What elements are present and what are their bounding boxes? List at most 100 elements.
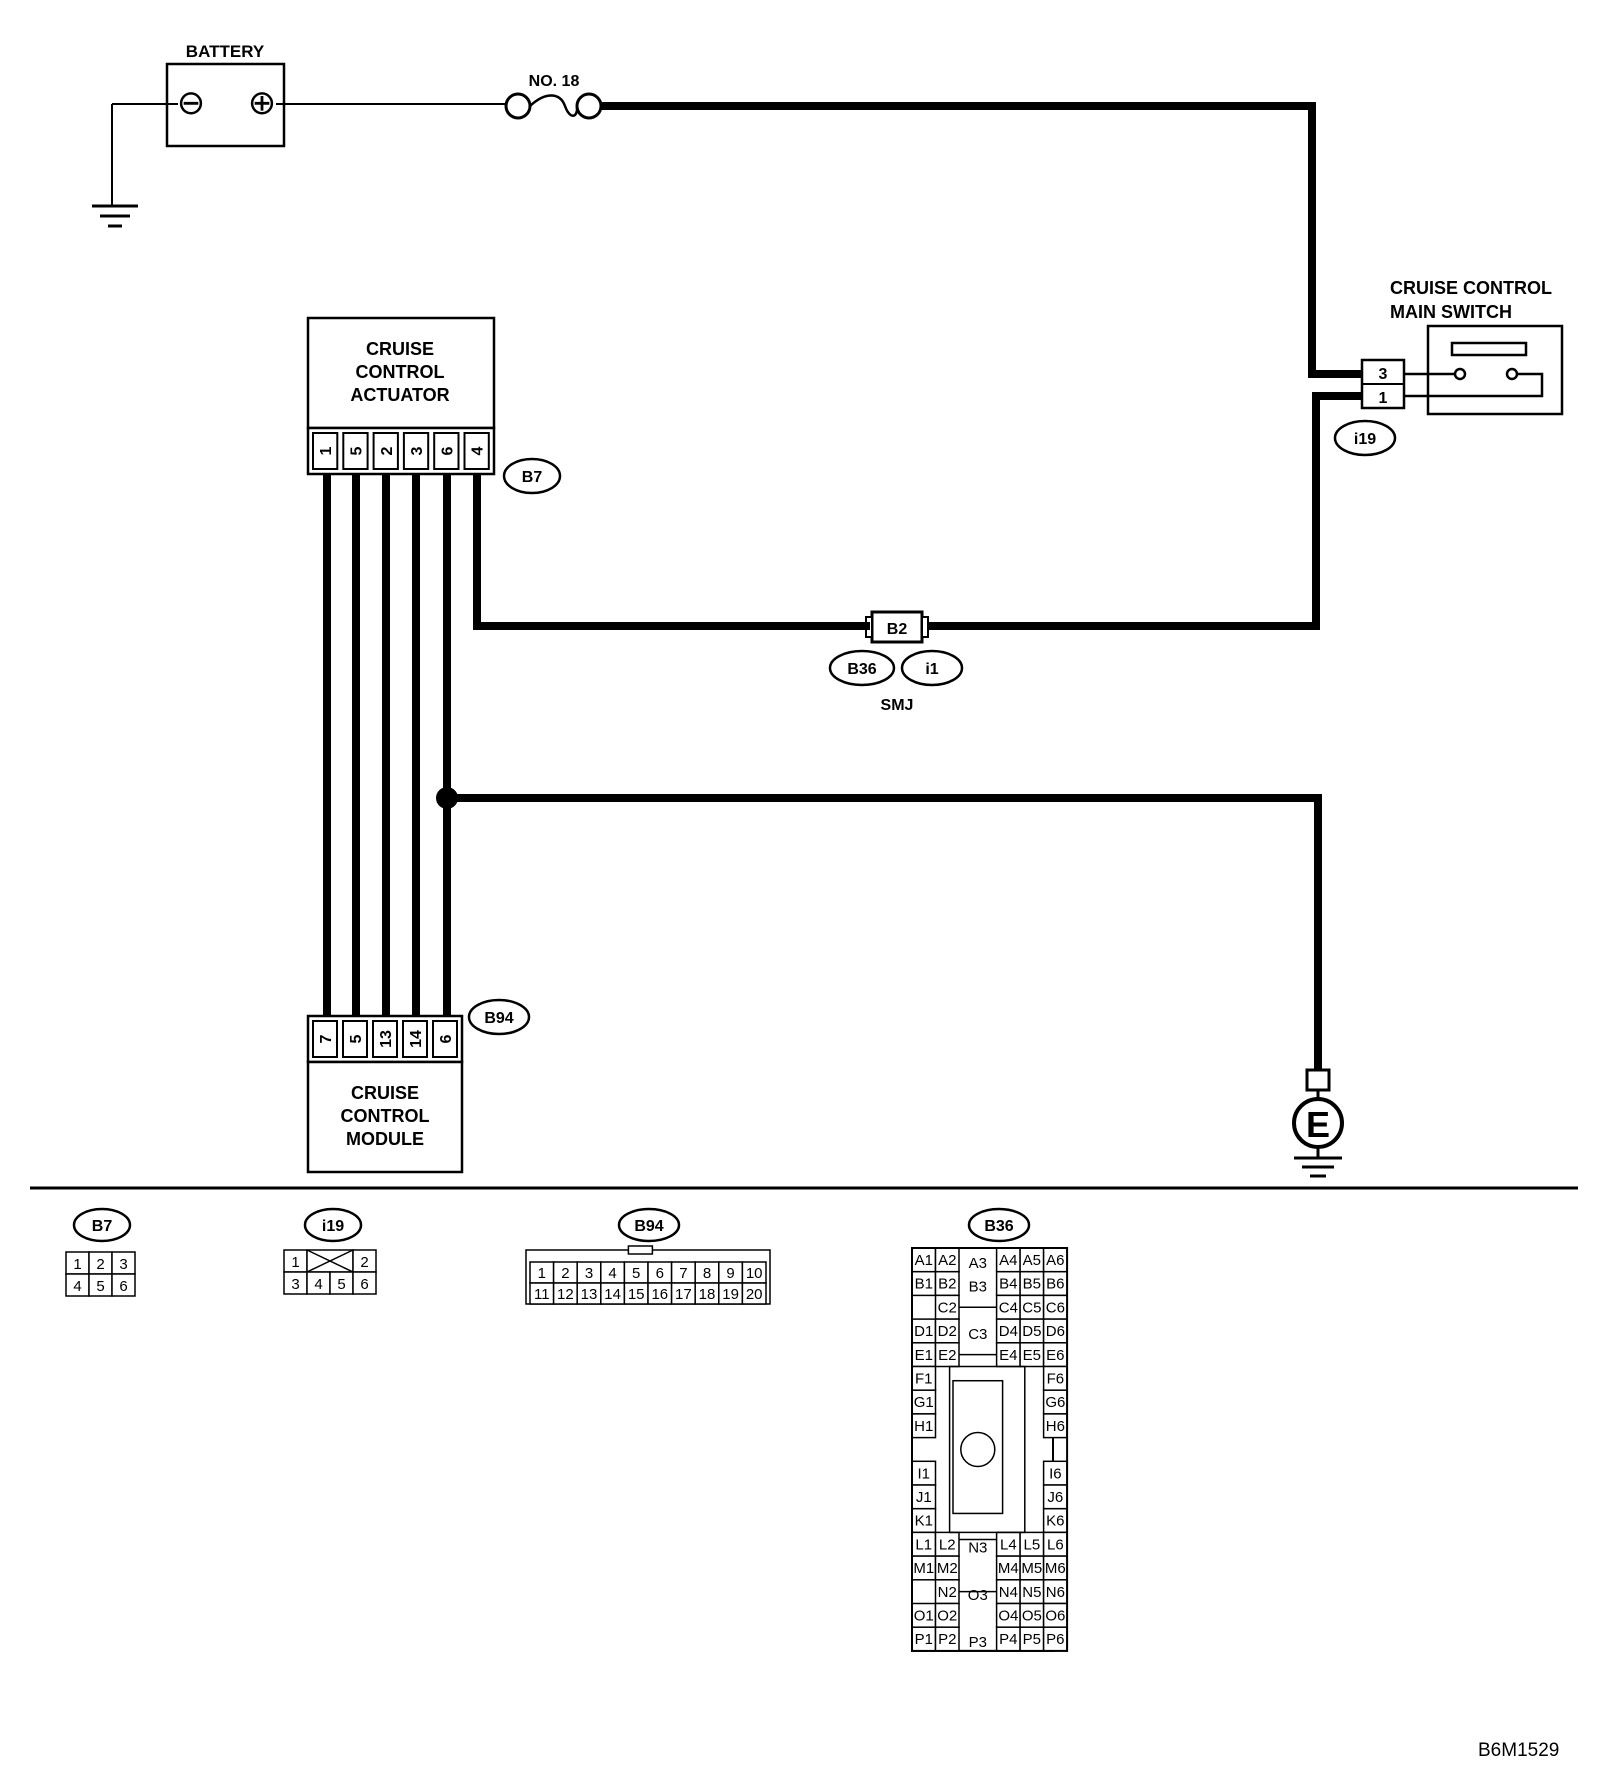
b94-face-pin-7: 7 bbox=[679, 1265, 687, 1282]
b36-face-pin-L6: L6 bbox=[1047, 1536, 1064, 1553]
b36-face-pin-C3: C3 bbox=[968, 1326, 987, 1343]
b94-face-pin-14: 14 bbox=[604, 1286, 621, 1303]
b36-face-pin-B6: B6 bbox=[1046, 1276, 1064, 1293]
b36-face-pin-P4: P4 bbox=[999, 1631, 1017, 1648]
svg-text:B36: B36 bbox=[984, 1218, 1013, 1235]
module-pin-5: 5 bbox=[348, 1034, 365, 1043]
module-pin-13: 13 bbox=[378, 1030, 395, 1048]
b94-face-pin-6: 6 bbox=[656, 1265, 664, 1282]
cruise-control-actuator: CRUISE CONTROL ACTUATOR bbox=[306, 316, 496, 476]
b36-face-pin-M5: M5 bbox=[1021, 1560, 1042, 1577]
smj-connector-b2: B2 bbox=[865, 610, 929, 644]
battery-label: BATTERY bbox=[186, 42, 265, 61]
ground-label: E bbox=[1306, 1104, 1330, 1145]
actuator-pin-4: 4 bbox=[470, 446, 487, 455]
b36-face-pin-N4: N4 bbox=[999, 1584, 1018, 1601]
svg-text:i19: i19 bbox=[1354, 431, 1376, 448]
b36-face-pin-B4: B4 bbox=[999, 1276, 1017, 1293]
b94-face-pin-16: 16 bbox=[651, 1286, 668, 1303]
b94-face-pin-15: 15 bbox=[628, 1286, 645, 1303]
b36-face-pin-M1: M1 bbox=[913, 1560, 934, 1577]
cruise-control-main-switch: CRUISE CONTROL MAIN SWITCH 3 1 bbox=[1360, 278, 1564, 416]
b36-face-pin-N3: N3 bbox=[968, 1539, 987, 1556]
actuator-connector-b7 bbox=[306, 426, 496, 476]
b36-face-pin-G1: G1 bbox=[914, 1394, 934, 1411]
i19-face-pin-6: 6 bbox=[360, 1276, 368, 1293]
b36-face-pin-C5: C5 bbox=[1022, 1299, 1041, 1316]
b36-face-pin-D5: D5 bbox=[1022, 1323, 1041, 1340]
i19-face-pin-4: 4 bbox=[314, 1276, 322, 1293]
svg-text:CONTROL: CONTROL bbox=[356, 362, 445, 382]
b36-face-pin-K1: K1 bbox=[915, 1513, 933, 1530]
b94-face-pin-11: 11 bbox=[534, 1286, 550, 1303]
b94-face-pin-1: 1 bbox=[538, 1265, 546, 1282]
b36-face-pin-D4: D4 bbox=[999, 1323, 1018, 1340]
svg-text:CRUISE: CRUISE bbox=[351, 1083, 419, 1103]
actuator-pin-cell bbox=[312, 432, 339, 470]
b36-face-pin-C6: C6 bbox=[1046, 1299, 1065, 1316]
b36-face-pin-H1: H1 bbox=[914, 1418, 933, 1435]
svg-text:i1: i1 bbox=[925, 661, 938, 678]
actuator-pin-6: 6 bbox=[439, 446, 456, 455]
svg-text:ACTUATOR: ACTUATOR bbox=[350, 385, 449, 405]
fuse-label: NO. 18 bbox=[529, 73, 580, 90]
connector-tag-i1: i1 bbox=[900, 649, 964, 687]
svg-text:B94: B94 bbox=[484, 1010, 513, 1027]
b36-face-pin-O2: O2 bbox=[937, 1608, 957, 1625]
b94-face-pin-2: 2 bbox=[561, 1265, 569, 1282]
b36-face-pin-O4: O4 bbox=[998, 1608, 1018, 1625]
b36-face-pin-D2: D2 bbox=[938, 1323, 957, 1340]
actuator-pin-1: 1 bbox=[318, 446, 335, 455]
b7-face-pin-6: 6 bbox=[119, 1278, 127, 1295]
b36-face-pin-F6: F6 bbox=[1047, 1371, 1065, 1388]
face-tag-b7: B7 bbox=[72, 1207, 132, 1243]
actuator-pin-cell bbox=[342, 432, 369, 470]
i19-face-pin-3: 3 bbox=[291, 1276, 299, 1293]
actuator-pin-3: 3 bbox=[409, 446, 426, 455]
module-body bbox=[306, 1060, 464, 1174]
svg-text:CONTROL: CONTROL bbox=[341, 1106, 430, 1126]
module-pin-14: 14 bbox=[408, 1030, 425, 1048]
b94-face-pin-4: 4 bbox=[608, 1265, 616, 1282]
b36-face-pin-L2: L2 bbox=[939, 1536, 956, 1553]
module-pin-cell bbox=[312, 1020, 338, 1058]
b36-face-pin-I1: I1 bbox=[917, 1465, 930, 1482]
b36-face-pin-J1: J1 bbox=[916, 1489, 932, 1506]
svg-text:B7: B7 bbox=[92, 1218, 113, 1235]
b36-face-pin-A6: A6 bbox=[1046, 1252, 1064, 1269]
b36-face-pin-D1: D1 bbox=[914, 1323, 933, 1340]
b36-face-pin-N6: N6 bbox=[1046, 1584, 1065, 1601]
module-pin-7: 7 bbox=[318, 1034, 335, 1043]
battery-positive-terminal: ⊕ bbox=[248, 84, 277, 122]
b36-face-pin-O1: O1 bbox=[914, 1608, 934, 1625]
b36-face-pin-L4: L4 bbox=[1000, 1536, 1017, 1553]
b36-face-pin-A5: A5 bbox=[1023, 1252, 1041, 1269]
actuator-pin-cell bbox=[463, 432, 490, 470]
actuator-body bbox=[306, 316, 496, 430]
svg-text:B36: B36 bbox=[847, 661, 876, 678]
b36-face-pin-P6: P6 bbox=[1046, 1631, 1064, 1648]
module-pin-cell bbox=[342, 1020, 368, 1058]
switch-pin-1: 1 bbox=[1379, 390, 1388, 407]
face-tag-b94: B94 bbox=[617, 1207, 681, 1243]
battery-negative-terminal: ⊖ bbox=[177, 84, 206, 122]
battery-ground-wire bbox=[111, 103, 178, 205]
connector-tag-b36: B36 bbox=[828, 649, 896, 687]
svg-text:CRUISE: CRUISE bbox=[366, 339, 434, 359]
b94-face-pin-20: 20 bbox=[746, 1286, 763, 1303]
b36-face-pin-C2: C2 bbox=[938, 1299, 957, 1316]
fuse-to-switch-wire bbox=[601, 102, 1362, 378]
switch-label-line1: CRUISE CONTROL bbox=[1390, 278, 1552, 298]
b36-face-pin-J6: J6 bbox=[1047, 1489, 1063, 1506]
smj-to-actuator-wire bbox=[473, 472, 870, 630]
b7-face-pin-3: 3 bbox=[119, 1256, 127, 1273]
b94-face-pin-8: 8 bbox=[703, 1265, 711, 1282]
actuator-pin-cell bbox=[433, 432, 460, 470]
b36-face-pin-K6: K6 bbox=[1046, 1513, 1064, 1530]
b94-face-pin-9: 9 bbox=[726, 1265, 734, 1282]
